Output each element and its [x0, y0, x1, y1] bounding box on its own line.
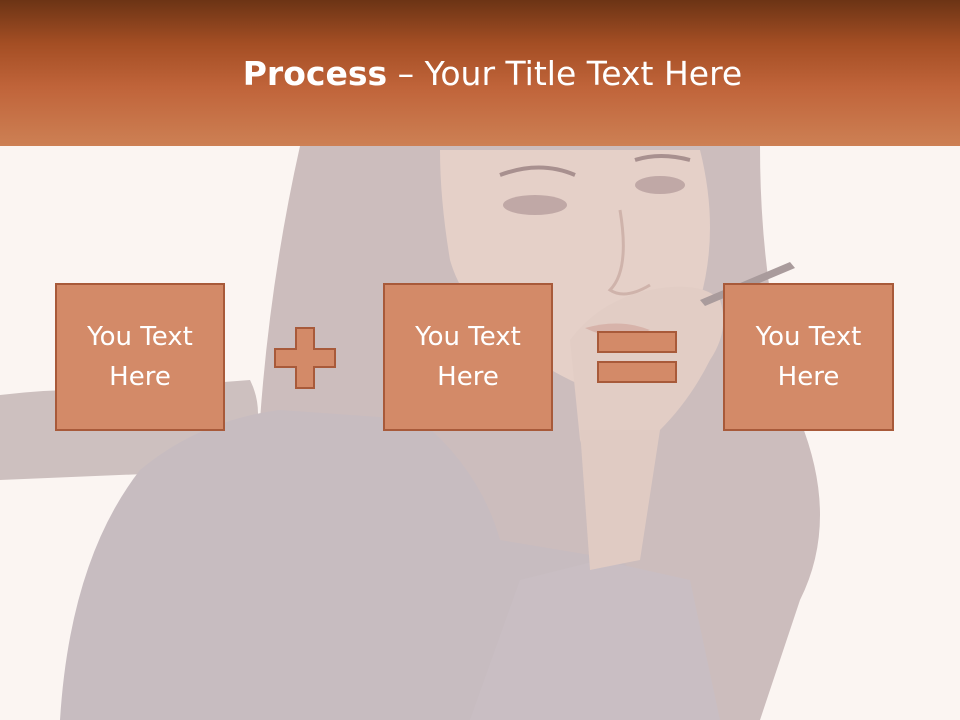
title-bar	[0, 0, 960, 146]
process-box-1-text: You Text Here	[87, 322, 193, 392]
background-photo	[0, 146, 960, 720]
title-bold: Process	[242, 54, 388, 93]
process-box-1[interactable]: You Text Here	[55, 283, 225, 431]
title-rest: – Your Title Text Here	[387, 54, 743, 93]
process-box-2-text: You Text Here	[415, 322, 521, 392]
slide-title: Process – Your Title Text Here	[0, 52, 960, 96]
process-box-2[interactable]: You Text Here	[383, 283, 553, 431]
process-box-3[interactable]: You Text Here	[723, 283, 894, 431]
plus-icon	[274, 327, 336, 389]
process-box-3-text: You Text Here	[755, 322, 862, 392]
equals-icon	[597, 331, 677, 383]
